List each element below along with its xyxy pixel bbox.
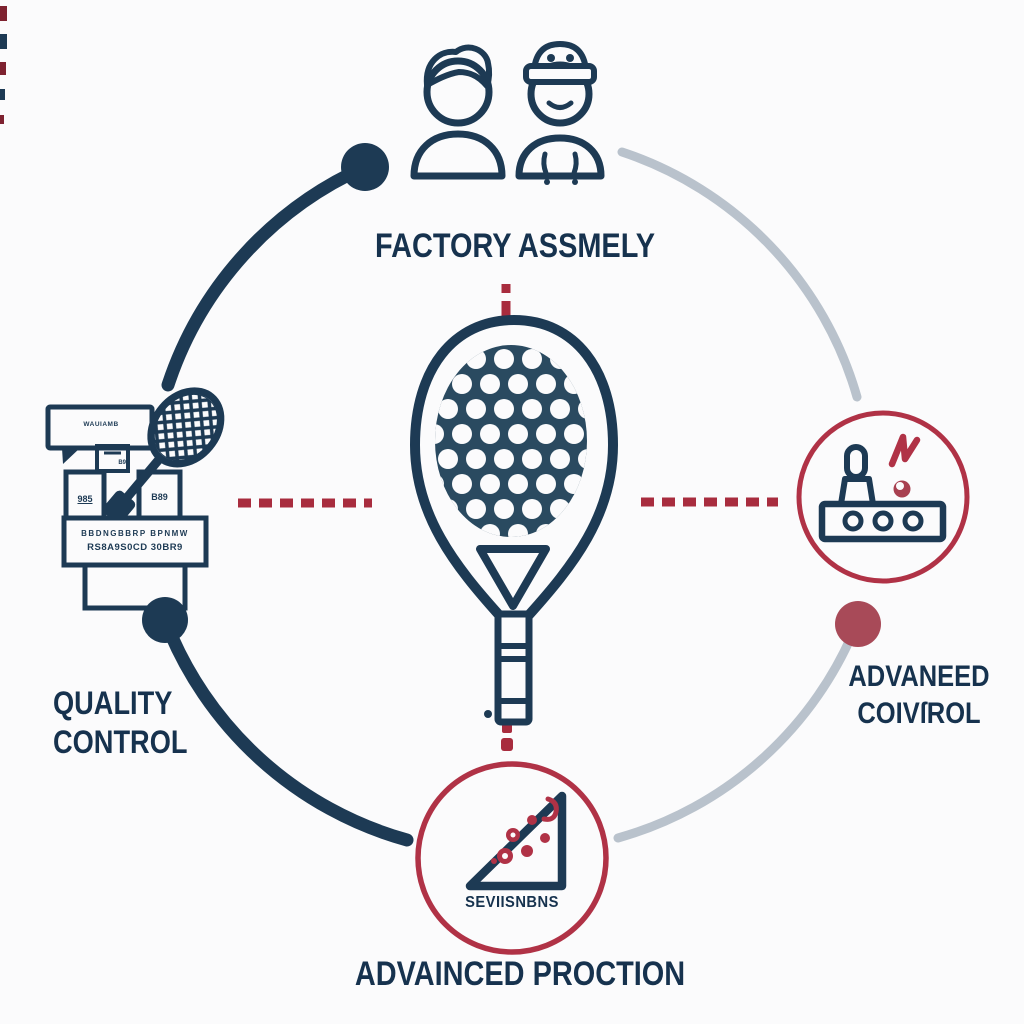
racket-throat-triangle bbox=[476, 545, 550, 610]
padel-racket-icon bbox=[409, 314, 619, 726]
workers-icon bbox=[410, 41, 605, 185]
worker2-smile bbox=[546, 100, 574, 110]
arc-bottom-right bbox=[613, 618, 862, 843]
dashed-line-bottom bbox=[502, 724, 512, 733]
sensors-badge-label: SEVIISNBNS bbox=[465, 894, 559, 911]
right-stage-circle bbox=[796, 410, 970, 584]
hard-hat-dome bbox=[531, 41, 589, 73]
quality-control-label: QUALITY CONTROL bbox=[53, 684, 187, 762]
advanced-production-label: ADVAINCED PROCTION bbox=[354, 955, 686, 993]
hard-hat-band bbox=[523, 63, 597, 85]
machine-panel-row2: RS8A9S0CD 30BR9 bbox=[87, 542, 183, 553]
conveyor-base bbox=[818, 500, 947, 543]
probe-tool bbox=[844, 444, 868, 480]
machine-box-a-text: 985 bbox=[77, 494, 93, 504]
node-dot-right bbox=[835, 601, 881, 647]
mini-racket-grip bbox=[102, 490, 136, 524]
bottom-stage-circle bbox=[415, 761, 609, 955]
worker2-shirt-seams bbox=[541, 151, 579, 176]
edge-artifacts bbox=[0, 6, 7, 124]
factory-assembly-label: FACTORY ASSMELY bbox=[375, 227, 655, 265]
stringing-machine-icon bbox=[45, 387, 225, 611]
arc-top-right bbox=[617, 147, 862, 402]
machine-small-box bbox=[95, 444, 130, 473]
mini-racket-shaft bbox=[123, 455, 164, 501]
machine-panel-row1: BBDNGBBRP BPNMW bbox=[81, 529, 189, 538]
advanced-control-label: ADVANEED COIVſROL bbox=[834, 658, 1004, 732]
node-dot-top-left bbox=[341, 143, 389, 191]
racket-frame bbox=[409, 314, 619, 621]
speech-bubble-text: WAUIAMB bbox=[83, 421, 119, 428]
inspection-machine-icon bbox=[796, 410, 970, 584]
advanced-control-line2: COIVſROL bbox=[857, 697, 981, 730]
worker1-head bbox=[423, 57, 493, 127]
node-dot-bottom-left bbox=[142, 597, 188, 643]
quality-control-line2: CONTROL bbox=[53, 724, 188, 760]
machine-pedestal bbox=[82, 562, 188, 611]
worker1-body bbox=[410, 130, 506, 180]
quality-control-line1: QUALITY bbox=[53, 685, 173, 721]
spark-icon bbox=[888, 433, 921, 468]
machine-box-b-text: B89 bbox=[151, 492, 168, 502]
arc-bottom-left bbox=[158, 613, 414, 847]
arc-top-left bbox=[161, 160, 372, 392]
worker1-hair bbox=[423, 44, 493, 89]
advanced-control-line1: ADVANEED bbox=[848, 660, 990, 693]
mini-racket bbox=[102, 387, 225, 524]
cycle-arcs bbox=[142, 143, 881, 847]
sensors-triangle-icon bbox=[415, 761, 609, 955]
dashed-connectors bbox=[238, 284, 778, 751]
worker2-body bbox=[515, 134, 605, 180]
racket-handle bbox=[494, 610, 533, 726]
machine-box-c-text: B9 bbox=[118, 460, 126, 466]
machine-base-panel bbox=[61, 515, 209, 568]
